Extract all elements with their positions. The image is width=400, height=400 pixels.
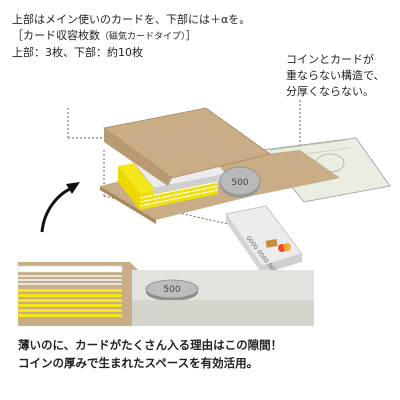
top-flap-edge (104, 128, 172, 186)
caption-line-1: 薄いのに、カードがたくさん入る理由はこの隙間！ (18, 338, 283, 352)
lower-leather-edge (100, 186, 156, 224)
note-line-3: 上部：3枚、下部：約10枚 (12, 46, 143, 59)
note-capacity-label: ［カード収容枚数 (12, 29, 100, 42)
right-note-line-1: コインとカードが (286, 53, 374, 66)
coin-label: 500 (231, 178, 248, 188)
bottom-caption: 薄いのに、カードがたくさん入る理由はこの隙間！ コインの厚みで生まれたスペースを… (18, 336, 282, 372)
right-note-line-2: 重ならない構造で、 (286, 69, 385, 82)
top-left-note: 上部はメイン使いのカードを、下部には＋αを。 ［カード収容枚数（磁気カードタイプ… (12, 12, 250, 61)
note-line-2: ［カード収容枚数（磁気カードタイプ）］ (12, 28, 250, 45)
arrow-head (66, 182, 80, 194)
extracted-card-stack: 0000 0000 0000 (225, 205, 303, 278)
note-capacity-close: ］ (185, 29, 197, 42)
cross-section: 500 (17, 262, 314, 326)
coin-500: 500 (219, 166, 261, 198)
top-leather-flap (103, 107, 271, 179)
top-right-note: コインとカードが 重ならない構造で、 分厚くならない。 (286, 52, 385, 100)
note-capacity-type: （磁気カードタイプ） (100, 32, 186, 42)
note-line-1: 上部はメイン使いのカードを、下部には＋αを。 (12, 13, 251, 26)
caption-line-2: コインの厚みで生まれたスペースを有効活用。 (18, 356, 259, 370)
cross-section-coin-label: 500 (163, 285, 180, 295)
right-note-line-3: 分厚くならない。 (286, 85, 374, 98)
curved-arrow (40, 186, 73, 233)
